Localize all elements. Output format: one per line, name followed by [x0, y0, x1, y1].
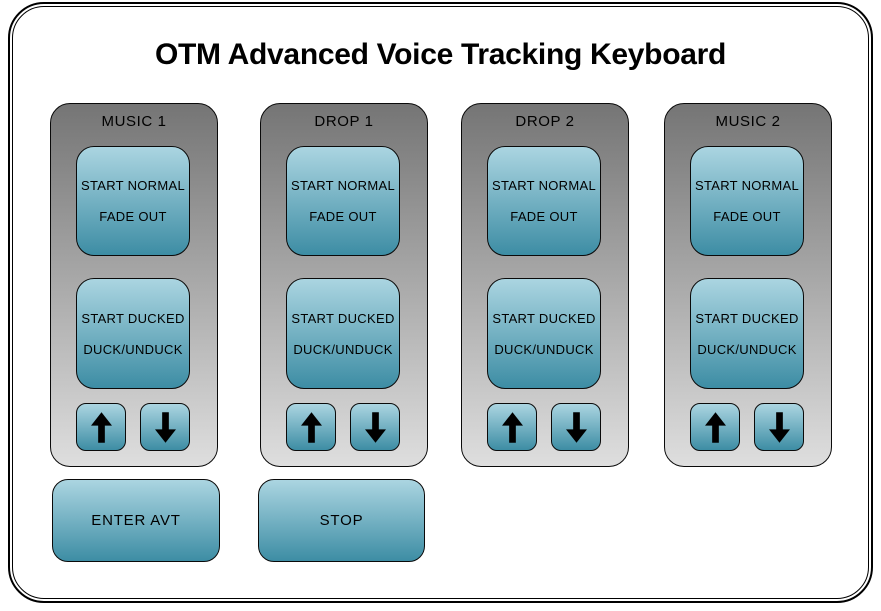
panel-music-2-title: MUSIC 2: [715, 113, 781, 130]
music-2-arrow-buttons: [690, 403, 804, 451]
panel-drop-1-title: DROP 1: [314, 113, 374, 130]
arrow-up-icon: [300, 411, 322, 443]
button-label-line: START DUCKED: [291, 310, 395, 326]
drop-1-down-button[interactable]: [350, 403, 400, 451]
button-label-line: DUCK/UNDUCK: [697, 341, 797, 357]
panel-music-1: MUSIC 1 START NORMAL FADE OUT START DUCK…: [50, 103, 218, 467]
arrow-down-icon: [364, 411, 386, 443]
arrow-down-icon: [154, 411, 176, 443]
stop-button[interactable]: STOP: [258, 479, 425, 562]
music-2-down-button[interactable]: [754, 403, 804, 451]
arrow-down-icon: [565, 411, 587, 443]
drop-2-start-ducked-duck-unduck-button[interactable]: START DUCKED DUCK/UNDUCK: [487, 278, 601, 389]
stop-button-label: STOP: [319, 512, 364, 529]
arrow-up-icon: [704, 411, 726, 443]
button-label-line: START DUCKED: [492, 310, 596, 326]
button-label-line: DUCK/UNDUCK: [293, 341, 393, 357]
button-label-line: START NORMAL: [80, 178, 185, 193]
music-2-start-ducked-duck-unduck-button[interactable]: START DUCKED DUCK/UNDUCK: [690, 278, 804, 389]
drop-2-up-button[interactable]: [487, 403, 537, 451]
panel-music-2: MUSIC 2 START NORMAL FADE OUT START DUCK…: [664, 103, 832, 467]
drop-2-down-button[interactable]: [551, 403, 601, 451]
window-frame-inner-line: [12, 6, 869, 599]
panel-drop-2-title: DROP 2: [515, 113, 575, 130]
drop-2-arrow-buttons: [487, 403, 601, 451]
page-title: OTM Advanced Voice Tracking Keyboard: [154, 38, 727, 71]
arrow-up-icon: [90, 411, 112, 443]
music-1-start-ducked-duck-unduck-button[interactable]: START DUCKED DUCK/UNDUCK: [76, 278, 190, 389]
window-frame: [8, 2, 873, 603]
drop-1-start-ducked-duck-unduck-button[interactable]: START DUCKED DUCK/UNDUCK: [286, 278, 400, 389]
button-label-line: FADE OUT: [510, 209, 578, 224]
button-label-line: START NORMAL: [694, 178, 799, 193]
button-label-line: DUCK/UNDUCK: [83, 341, 183, 357]
button-label-line: START NORMAL: [491, 178, 596, 193]
enter-avt-button-label: ENTER AVT: [91, 512, 181, 529]
button-label-line: DUCK/UNDUCK: [494, 341, 594, 357]
panel-drop-2: DROP 2 START NORMAL FADE OUT START DUCKE…: [461, 103, 629, 467]
arrow-up-icon: [501, 411, 523, 443]
drop-1-arrow-buttons: [286, 403, 400, 451]
button-label-line: FADE OUT: [713, 209, 781, 224]
music-1-start-normal-fade-out-button[interactable]: START NORMAL FADE OUT: [76, 146, 190, 256]
button-label-line: FADE OUT: [99, 209, 167, 224]
drop-1-up-button[interactable]: [286, 403, 336, 451]
music-2-start-normal-fade-out-button[interactable]: START NORMAL FADE OUT: [690, 146, 804, 256]
button-label-line: FADE OUT: [309, 209, 377, 224]
drop-2-start-normal-fade-out-button[interactable]: START NORMAL FADE OUT: [487, 146, 601, 256]
button-label-line: START NORMAL: [290, 178, 395, 193]
music-1-arrow-buttons: [76, 403, 190, 451]
panel-music-1-title: MUSIC 1: [101, 113, 167, 130]
drop-1-start-normal-fade-out-button[interactable]: START NORMAL FADE OUT: [286, 146, 400, 256]
arrow-down-icon: [768, 411, 790, 443]
music-1-up-button[interactable]: [76, 403, 126, 451]
music-2-up-button[interactable]: [690, 403, 740, 451]
enter-avt-button[interactable]: ENTER AVT: [52, 479, 220, 562]
music-1-down-button[interactable]: [140, 403, 190, 451]
button-label-line: START DUCKED: [695, 310, 799, 326]
panel-drop-1: DROP 1 START NORMAL FADE OUT START DUCKE…: [260, 103, 428, 467]
button-label-line: START DUCKED: [81, 310, 185, 326]
